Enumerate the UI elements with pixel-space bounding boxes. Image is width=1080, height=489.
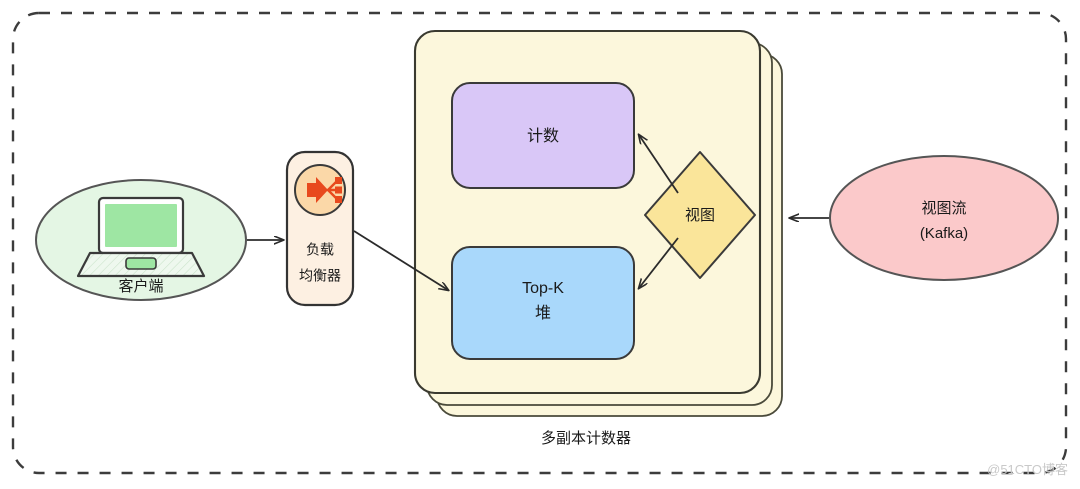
view-stream-label-line2: (Kafka) [920, 225, 968, 242]
topk-box-shape [451, 246, 635, 360]
client-label: 客户端 [118, 278, 163, 295]
view-diamond-label: 视图 [685, 207, 715, 224]
load-balancer-label-line2: 均衡器 [299, 268, 341, 284]
topk-box[interactable]: Top-K 堆 [451, 246, 635, 360]
count-box-shape [451, 82, 635, 189]
client-node[interactable]: 客户端 [35, 179, 247, 301]
edge-view-to-count [639, 135, 679, 194]
edge-load-balancer-to-topk [353, 230, 448, 290]
load-balancer-label-line1: 负载 [306, 242, 334, 258]
load-balancer-node[interactable]: 负载 均衡器 [285, 150, 355, 307]
topk-box-label-line2: 堆 [535, 304, 551, 322]
counter-panel-caption: 多副本计数器 [541, 430, 631, 447]
view-stream-node[interactable]: 视图流 (Kafka) [829, 155, 1059, 281]
edge-view-to-topk [639, 237, 679, 288]
outer-dashed-boundary [11, 11, 1068, 475]
watermark: @51CTO博客 [987, 462, 1068, 477]
laptop-icon [76, 196, 206, 278]
load-balancer-icon [294, 164, 346, 216]
count-box[interactable]: 计数 [451, 82, 635, 189]
view-stream-ellipse-shape [829, 155, 1059, 281]
view-stream-label-line1: 视图流 [921, 200, 966, 217]
topk-box-label-line1: Top-K [522, 280, 564, 297]
count-box-label: 计数 [527, 127, 559, 145]
